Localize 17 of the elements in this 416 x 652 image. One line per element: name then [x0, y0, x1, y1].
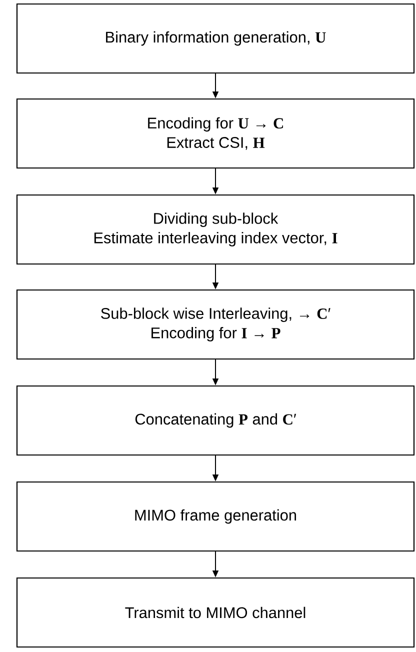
step-text: Estimate interleaving index vector, I [94, 232, 338, 246]
step-text: MIMO frame generation [135, 509, 296, 524]
step-text: Sub-block wise Interleaving, → C′ [101, 308, 330, 322]
process-box [16, 385, 415, 456]
step-text: Binary information generation, U [106, 31, 326, 46]
process-box [16, 289, 415, 360]
step-text: Encoding for I → P [152, 327, 280, 342]
step-text: Encoding for U → C [148, 117, 283, 132]
step-text: Extract CSI, H [167, 137, 265, 150]
process-box [16, 481, 415, 552]
step-text: Dividing sub-block [154, 212, 278, 227]
process-box [16, 194, 415, 265]
process-box [16, 98, 415, 169]
step-text: Concatenating P and C′ [135, 413, 296, 428]
step-text: Transmit to MIMO channel [125, 606, 306, 618]
process-box [16, 3, 415, 74]
process-box [16, 577, 415, 648]
